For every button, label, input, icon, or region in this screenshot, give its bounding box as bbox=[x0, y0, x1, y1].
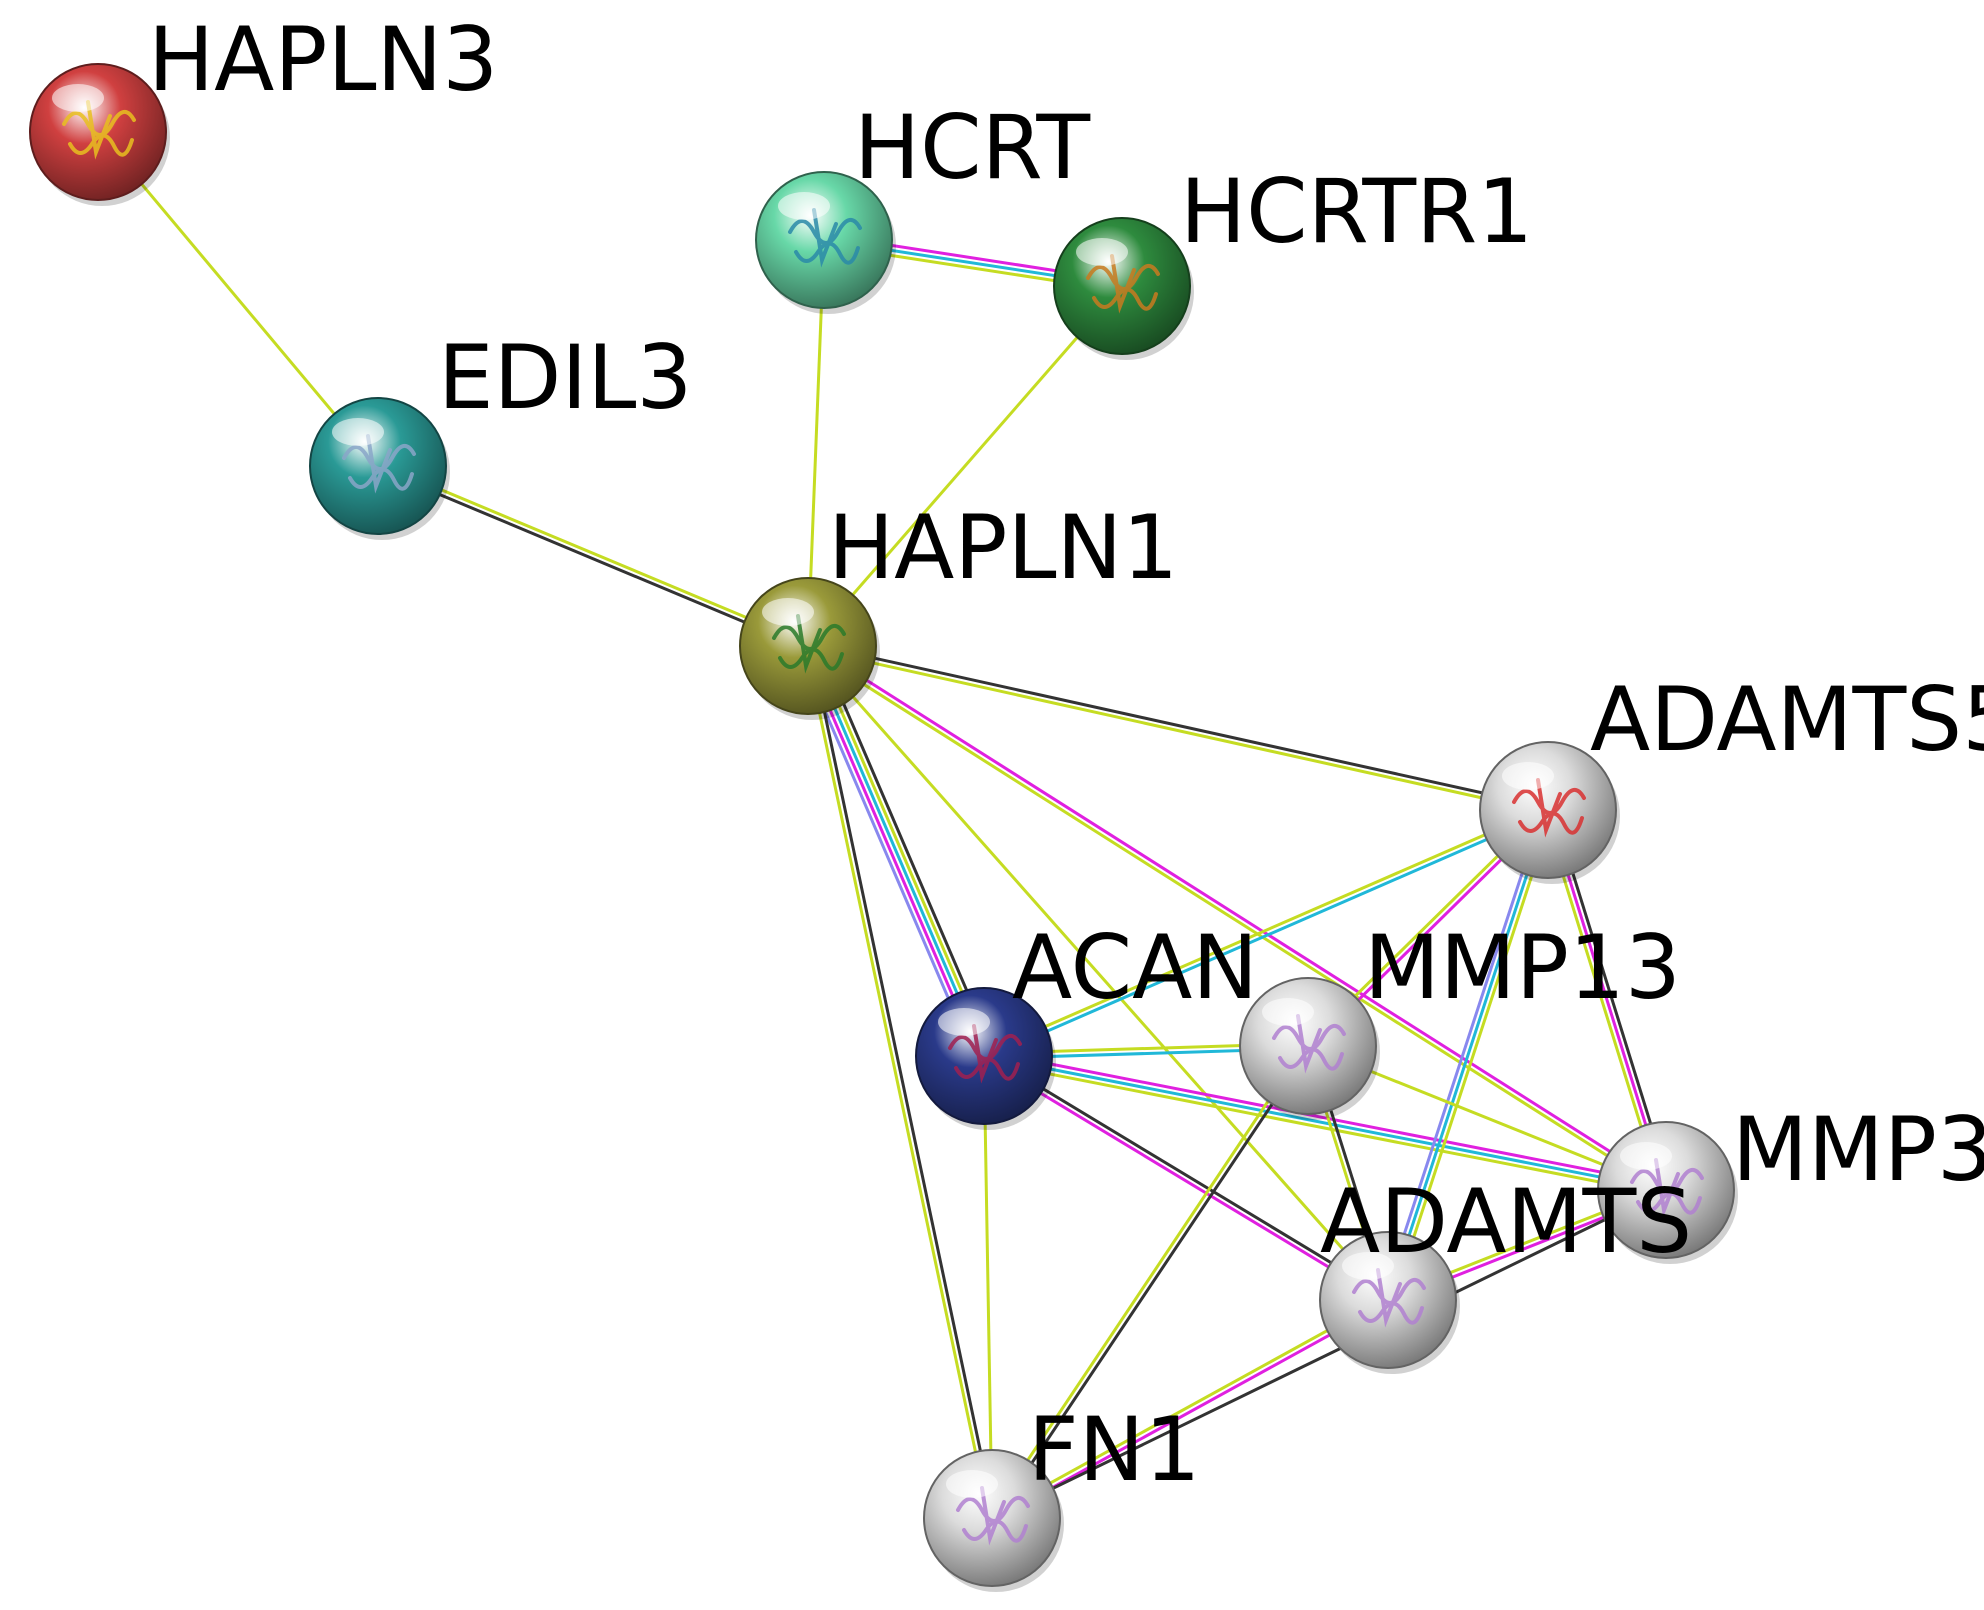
node-label-fn1: FN1 bbox=[1028, 1398, 1200, 1501]
edge-strand-coexpression bbox=[984, 1052, 1391, 1300]
node-adamts5[interactable] bbox=[1479, 741, 1620, 884]
edge-hapln1-adamts5 bbox=[807, 642, 1549, 814]
node-label-edil3: EDIL3 bbox=[438, 326, 692, 429]
edge-acan-adamts5 bbox=[982, 806, 1550, 1060]
node-mmp13[interactable] bbox=[1239, 977, 1380, 1120]
edge-strand-textmining bbox=[806, 285, 1124, 647]
node-highlight bbox=[762, 598, 814, 626]
node-label-adamts4: ADAMTS bbox=[1320, 1170, 1692, 1273]
protein-structure-icon bbox=[62, 100, 136, 160]
edge-strand-textmining bbox=[988, 1043, 1308, 1518]
edge-strand-experiments bbox=[808, 642, 1669, 1190]
edge-strand-coexpression bbox=[808, 642, 1549, 810]
node-sphere bbox=[1053, 217, 1191, 355]
node-sphere bbox=[309, 397, 447, 535]
edge-strand-textmining bbox=[811, 643, 990, 1055]
protein-structure-icon bbox=[1272, 1014, 1346, 1074]
node-label-acan: ACAN bbox=[1012, 916, 1258, 1019]
node-highlight bbox=[1262, 998, 1314, 1026]
edge-mmp13-fn1 bbox=[988, 1043, 1312, 1521]
node-highlight bbox=[1502, 762, 1554, 790]
edge-strand-textmining bbox=[96, 131, 380, 467]
edge-strand-textmining bbox=[1391, 811, 1555, 1303]
node-label-mmp3: MMP3 bbox=[1732, 1098, 1984, 1201]
edge-strand-databases bbox=[983, 1054, 1667, 1192]
node-highlight bbox=[1076, 238, 1128, 266]
edge-strand-textmining bbox=[807, 646, 1548, 814]
edge-acan-fn1 bbox=[982, 1055, 994, 1519]
protein-structure-icon bbox=[342, 434, 416, 494]
edge-strand-coexpression bbox=[992, 1046, 1312, 1521]
edge-hcrtr1-hapln1 bbox=[806, 285, 1124, 647]
node-hapln3[interactable] bbox=[29, 63, 170, 206]
edge-hapln1-acan bbox=[797, 641, 995, 1061]
protein-structure-icon bbox=[1086, 254, 1160, 314]
edge-strand-textmining bbox=[806, 645, 1390, 1301]
node-label-hcrt: HCRT bbox=[854, 96, 1091, 199]
node-hcrtr1[interactable] bbox=[1053, 217, 1194, 360]
edge-acan-mmp3 bbox=[982, 1049, 1668, 1197]
node-acan[interactable] bbox=[915, 987, 1056, 1130]
protein-structure-icon bbox=[772, 614, 846, 674]
edge-strand-experiments bbox=[984, 1049, 1668, 1187]
edge-strand-textmining bbox=[378, 462, 810, 646]
edge-strand-textmining bbox=[804, 646, 992, 1519]
node-edil3[interactable] bbox=[309, 397, 450, 540]
edge-strand-coexpression bbox=[808, 645, 996, 1518]
edge-strand-textmining bbox=[982, 1055, 994, 1519]
node-label-mmp13: MMP13 bbox=[1364, 916, 1681, 1019]
node-sphere bbox=[1239, 977, 1377, 1115]
edge-hapln3-edil3 bbox=[96, 131, 380, 467]
edge-hapln1-adamts4 bbox=[806, 645, 1390, 1301]
edge-strand-textmining bbox=[990, 1296, 1388, 1518]
node-highlight bbox=[332, 418, 384, 446]
edge-strand-textmining bbox=[982, 1059, 1666, 1197]
protein-structure-icon bbox=[948, 1024, 1022, 1084]
edge-strand-experiments bbox=[802, 647, 981, 1059]
node-hapln1[interactable] bbox=[739, 577, 880, 720]
node-adamts4[interactable] bbox=[1319, 1231, 1460, 1374]
edge-strand-databases bbox=[806, 645, 986, 1057]
protein-structure-icon bbox=[1512, 778, 1586, 838]
node-highlight bbox=[1620, 1142, 1672, 1170]
node-highlight bbox=[778, 192, 830, 220]
edge-hapln1-mmp3 bbox=[805, 642, 1669, 1194]
node-fn1[interactable] bbox=[923, 1449, 1064, 1592]
edge-strand-databases bbox=[1386, 809, 1550, 1301]
node-mmp3[interactable] bbox=[1597, 1121, 1738, 1264]
edge-strand-textmining bbox=[805, 646, 1666, 1194]
edge-strand-experiments bbox=[981, 1056, 1388, 1304]
edge-strand-databases bbox=[984, 810, 1550, 1060]
edge-strand-coexpression bbox=[376, 466, 808, 650]
edge-strand-textmining bbox=[982, 806, 1548, 1056]
protein-structure-icon bbox=[788, 208, 862, 268]
protein-structure-icon bbox=[1352, 1268, 1426, 1328]
node-highlight bbox=[938, 1008, 990, 1036]
edge-edil3-hapln1 bbox=[376, 462, 810, 650]
node-sphere bbox=[29, 63, 167, 201]
node-hcrt[interactable] bbox=[755, 171, 896, 314]
node-label-hapln1: HAPLN1 bbox=[828, 496, 1178, 599]
edge-strand-coexpression bbox=[815, 641, 995, 1053]
node-label-hapln3: HAPLN3 bbox=[148, 8, 498, 111]
node-highlight bbox=[1342, 1252, 1394, 1280]
node-label-adamts5: ADAMTS5 bbox=[1590, 668, 1984, 771]
edge-strand-coexpression bbox=[991, 1188, 1667, 1520]
nodes-layer bbox=[29, 63, 1738, 1592]
edge-strand-homology bbox=[1381, 807, 1545, 1299]
edge-acan-adamts4 bbox=[981, 1052, 1391, 1304]
edge-mmp3-fn1 bbox=[991, 1188, 1667, 1520]
protein-structure-icon bbox=[1630, 1158, 1704, 1218]
edge-strand-homology bbox=[797, 649, 977, 1061]
edge-hapln1-fn1 bbox=[804, 645, 996, 1519]
node-highlight bbox=[946, 1470, 998, 1498]
node-highlight bbox=[52, 84, 104, 112]
edge-adamts5-adamts4 bbox=[1381, 807, 1555, 1303]
protein-structure-icon bbox=[956, 1486, 1030, 1546]
node-label-hcrtr1: HCRTR1 bbox=[1180, 160, 1533, 263]
